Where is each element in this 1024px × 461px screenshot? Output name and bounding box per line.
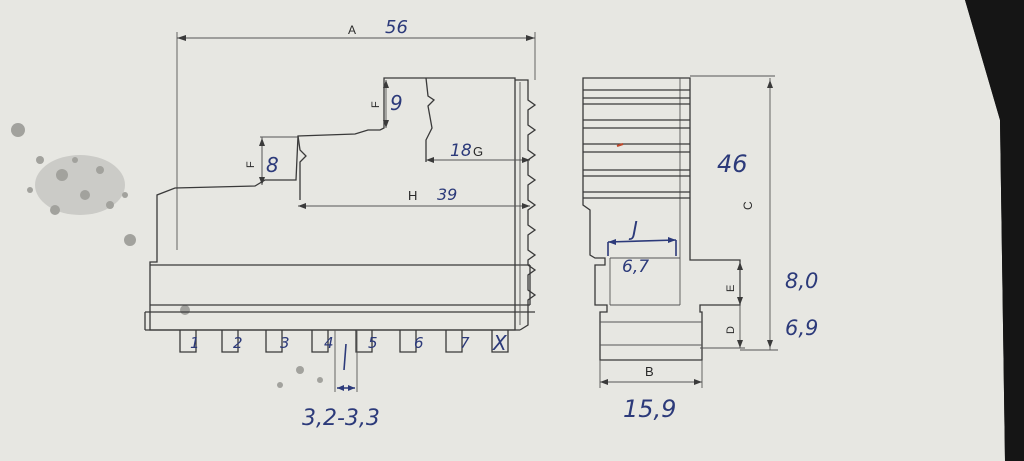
value-i: 3,2-3,3 <box>302 406 380 431</box>
value-d: 6,9 <box>785 316 818 340</box>
slot-number: 7 <box>460 334 470 352</box>
slot-number: 5 <box>368 334 378 352</box>
end-view <box>582 75 778 388</box>
serration-teeth <box>515 79 537 331</box>
bottom-slots <box>179 330 509 353</box>
label-d: D <box>725 326 737 334</box>
end-view-stripes <box>583 89 690 199</box>
stains <box>11 123 323 388</box>
label-e: E <box>725 285 737 292</box>
slot-number: 3 <box>280 334 290 352</box>
label-j: J <box>628 217 638 241</box>
value-f1: 8 <box>266 153 279 177</box>
label-f1: F <box>245 161 257 168</box>
value-f2: 9 <box>390 91 403 115</box>
label-c: C <box>741 201 755 210</box>
label-a: A <box>348 23 356 37</box>
slot-crossed-mark: X <box>492 331 508 355</box>
label-g: G <box>473 144 483 159</box>
side-view <box>144 32 537 392</box>
dimension-line-j <box>607 239 677 243</box>
slot-number: 2 <box>233 334 243 352</box>
label-h: H <box>408 188 417 203</box>
value-h: 39 <box>437 185 457 204</box>
dark-background <box>965 0 1024 461</box>
value-g: 18 <box>450 141 472 161</box>
value-e: 8,0 <box>785 269 818 293</box>
slot-number: 1 <box>190 334 200 352</box>
value-a: 56 <box>385 17 408 38</box>
slot-number: 6 <box>414 334 424 352</box>
value-j: 6,7 <box>622 257 649 277</box>
slot-number-group: 1 2 3 4 5 6 7 X <box>190 331 508 355</box>
value-b: 15,9 <box>623 395 676 423</box>
label-b: B <box>645 364 654 379</box>
label-f2: F <box>370 101 382 108</box>
slot-number: 4 <box>324 334 334 352</box>
value-c: 46 <box>717 150 748 178</box>
